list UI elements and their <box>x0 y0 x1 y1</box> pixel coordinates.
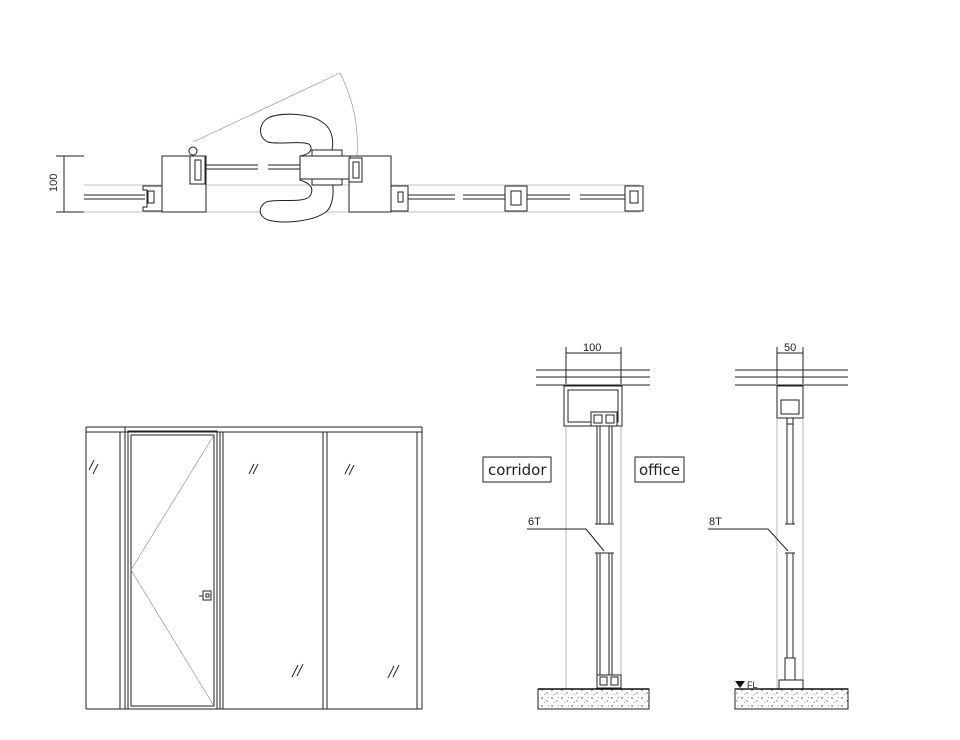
door-handle <box>259 113 363 223</box>
plan-dim-height: 100 <box>48 174 60 192</box>
section-right: 50 8T <box>708 342 849 710</box>
level-label: FL <box>747 680 758 690</box>
door-frame <box>127 430 218 710</box>
plan-view: 100 <box>48 72 644 223</box>
glass-callout-right: 8T <box>708 516 789 552</box>
door-handle-elevation <box>202 590 212 601</box>
glass-label-6t: 6T <box>528 516 541 528</box>
floor-slab-left <box>537 688 650 710</box>
glass-callout-left: 6T <box>527 516 605 552</box>
plan-dimension: 100 <box>48 155 84 213</box>
room-label-office: office <box>634 456 685 483</box>
section-right-glass <box>785 424 795 660</box>
section-right-dim-width: 50 <box>784 342 796 354</box>
svg-text:corridor: corridor <box>488 461 547 479</box>
door-leaf <box>130 434 215 707</box>
section-left-dimension: 100 <box>565 342 622 384</box>
section-left: 100 6T <box>482 342 685 710</box>
room-label-corridor: corridor <box>482 456 552 483</box>
svg-text:office: office <box>639 461 680 479</box>
door-hinge <box>188 146 206 185</box>
section-right-dimension: 50 <box>776 342 804 384</box>
glass-label-8t: 8T <box>709 516 722 528</box>
floor-slab-right <box>734 688 849 710</box>
floor-level-marker: FL <box>735 680 760 690</box>
section-left-glass <box>595 426 614 676</box>
glazing-marks <box>88 459 400 679</box>
elevation-view <box>85 426 423 710</box>
plan-mullions <box>142 155 644 213</box>
section-left-dim-width: 100 <box>583 342 601 354</box>
door-swing-indicator <box>130 434 215 707</box>
door-swing-arc <box>192 72 358 157</box>
